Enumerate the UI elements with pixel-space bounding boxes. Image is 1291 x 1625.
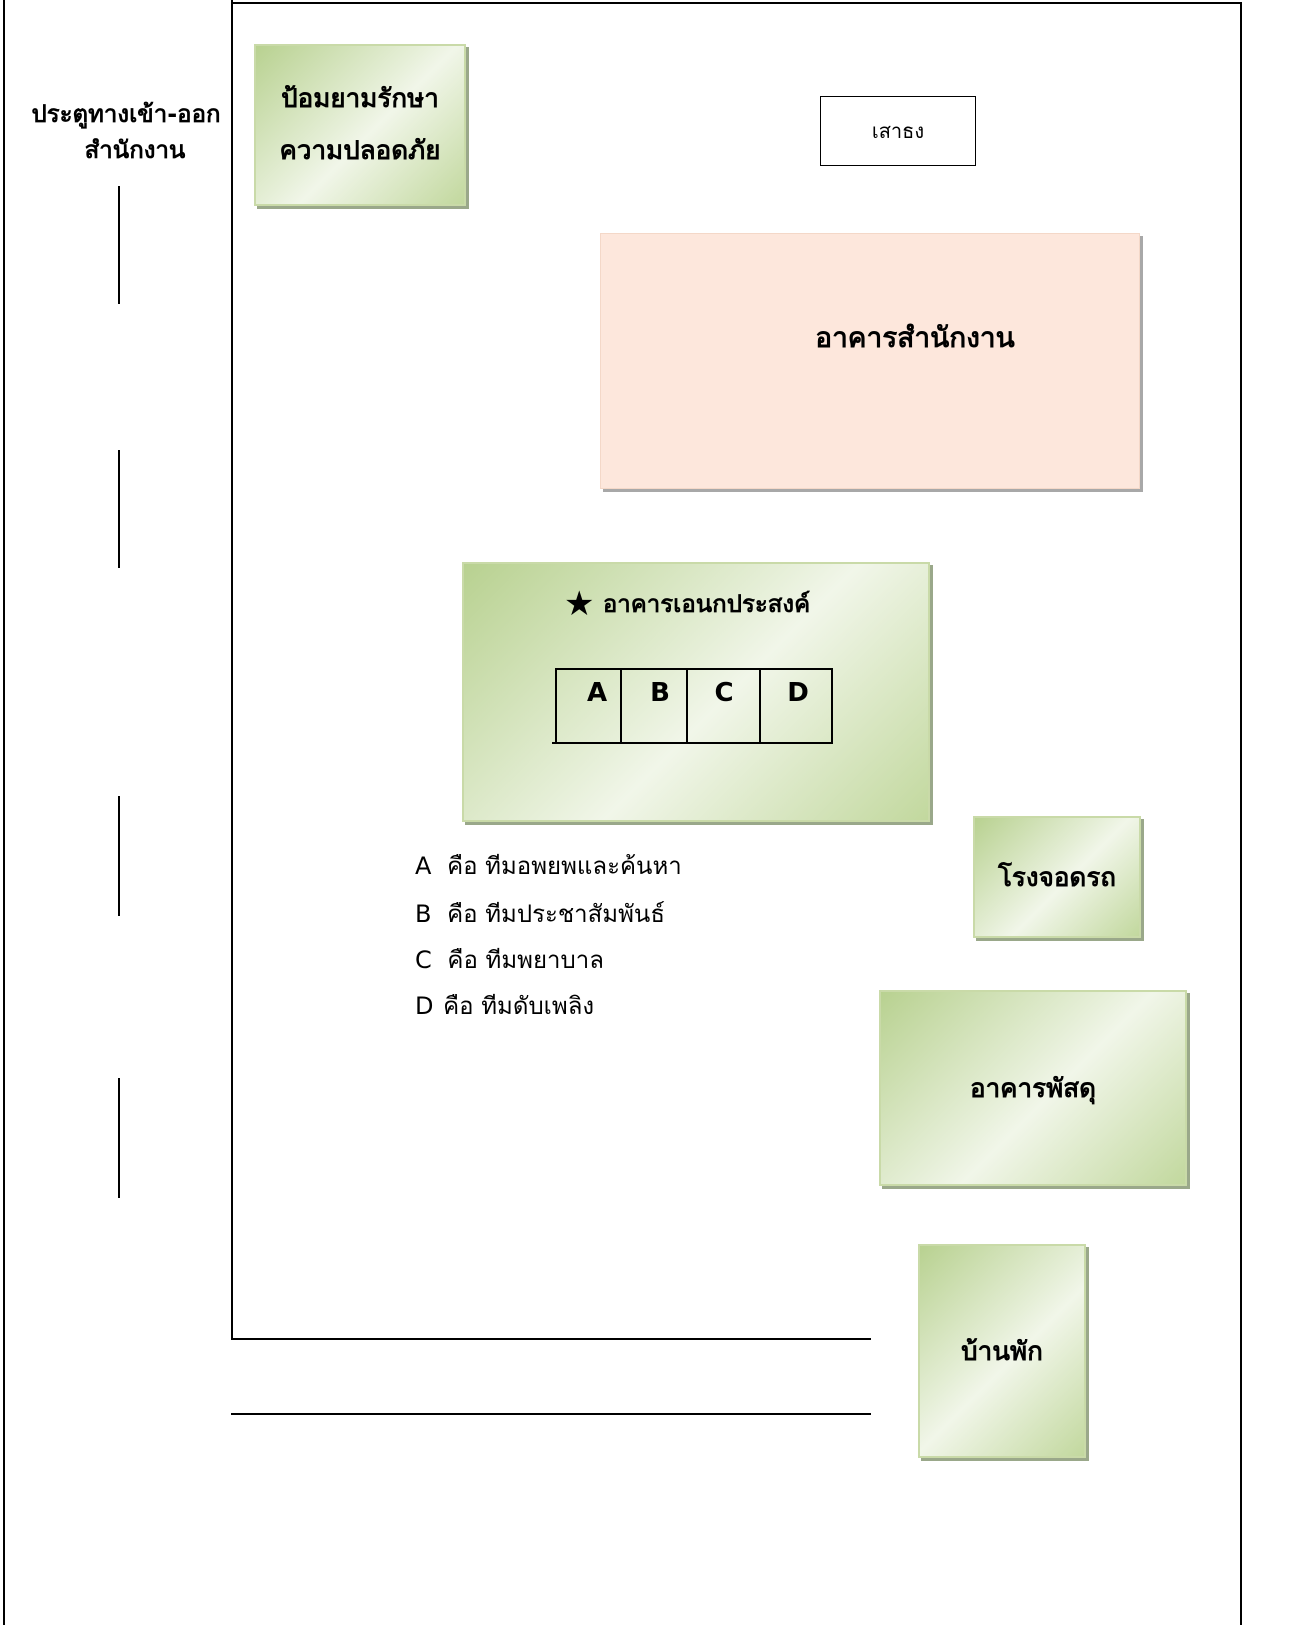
warehouse-label: อาคารพัสดุ xyxy=(969,1073,1097,1104)
legend-text: คือ ทีมดับเพลิง xyxy=(443,992,595,1020)
gate-label-line1: ประตูทางเข้า-ออก xyxy=(31,100,221,128)
residence-label: บ้านพัก xyxy=(961,1336,1043,1367)
flagpole: เสาธง xyxy=(820,96,976,166)
guard-post-label-line2: ความปลอดภัย xyxy=(279,136,441,166)
compound-right-wall xyxy=(1240,2,1242,1625)
legend-item-d: D คือ ทีมดับเพลิง xyxy=(415,986,594,1025)
team-cell-c: C xyxy=(714,678,734,708)
garage: โรงจอดรถ xyxy=(973,816,1141,938)
team-table-divider-2 xyxy=(686,668,688,744)
legend-key: A xyxy=(415,852,432,880)
team-table: A B C D xyxy=(552,668,834,744)
guard-post: ป้อมยามรักษา ความปลอดภัย xyxy=(254,44,466,206)
compound-top-wall xyxy=(231,2,1241,4)
legend-key: B xyxy=(415,900,432,928)
office-building: อาคารสำนักงาน xyxy=(600,233,1140,489)
legend-item-c: C คือ ทีมพยาบาล xyxy=(415,940,604,979)
gate-label: ประตูทางเข้า-ออก สำนักงาน xyxy=(20,96,232,168)
road-line-lower xyxy=(231,1413,871,1415)
gate-path-segment-3 xyxy=(118,796,120,916)
team-table-divider-4 xyxy=(831,668,833,744)
flagpole-label: เสาธง xyxy=(871,119,925,143)
legend-key: C xyxy=(415,946,432,974)
road-line-upper xyxy=(231,1338,871,1340)
team-cell-d: D xyxy=(787,678,809,708)
gate-path-segment-4 xyxy=(118,1078,120,1198)
legend-text: คือ ทีมประชาสัมพันธ์ xyxy=(447,900,665,928)
team-table-divider-3 xyxy=(759,668,761,744)
residence: บ้านพัก xyxy=(918,1244,1086,1458)
team-table-top xyxy=(555,668,833,670)
gate-path-segment-2 xyxy=(118,450,120,568)
gate-label-line2: สำนักงาน xyxy=(84,136,186,164)
star-icon: ★ xyxy=(564,584,595,624)
multipurpose-building-label: อาคารเอนกประสงค์ xyxy=(602,590,811,618)
team-table-bottom xyxy=(552,742,832,744)
warehouse: อาคารพัสดุ xyxy=(879,990,1187,1186)
team-table-divider-1 xyxy=(620,668,622,744)
legend-key: D xyxy=(415,992,434,1020)
team-cell-b: B xyxy=(650,678,670,708)
gate-path-segment-1 xyxy=(118,186,120,304)
compound-left-wall xyxy=(231,0,233,1340)
legend-text: คือ ทีมพยาบาล xyxy=(447,946,604,974)
guard-post-label-line1: ป้อมยามรักษา xyxy=(281,84,439,114)
multipurpose-building: ★ อาคารเอนกประสงค์ A B C D xyxy=(462,562,930,822)
multipurpose-title: ★ อาคารเอนกประสงค์ xyxy=(564,584,810,624)
legend-item-b: B คือ ทีมประชาสัมพันธ์ xyxy=(415,894,665,933)
team-cell-a: A xyxy=(586,678,608,708)
team-table-divider-0 xyxy=(555,668,557,744)
office-building-label: อาคารสำนักงาน xyxy=(815,321,1015,354)
legend-text: คือ ทีมอพยพและค้นหา xyxy=(447,852,682,880)
page-left-border xyxy=(3,0,5,1625)
legend-item-a: A คือ ทีมอพยพและค้นหา xyxy=(415,846,682,885)
garage-label: โรงจอดรถ xyxy=(997,862,1117,893)
